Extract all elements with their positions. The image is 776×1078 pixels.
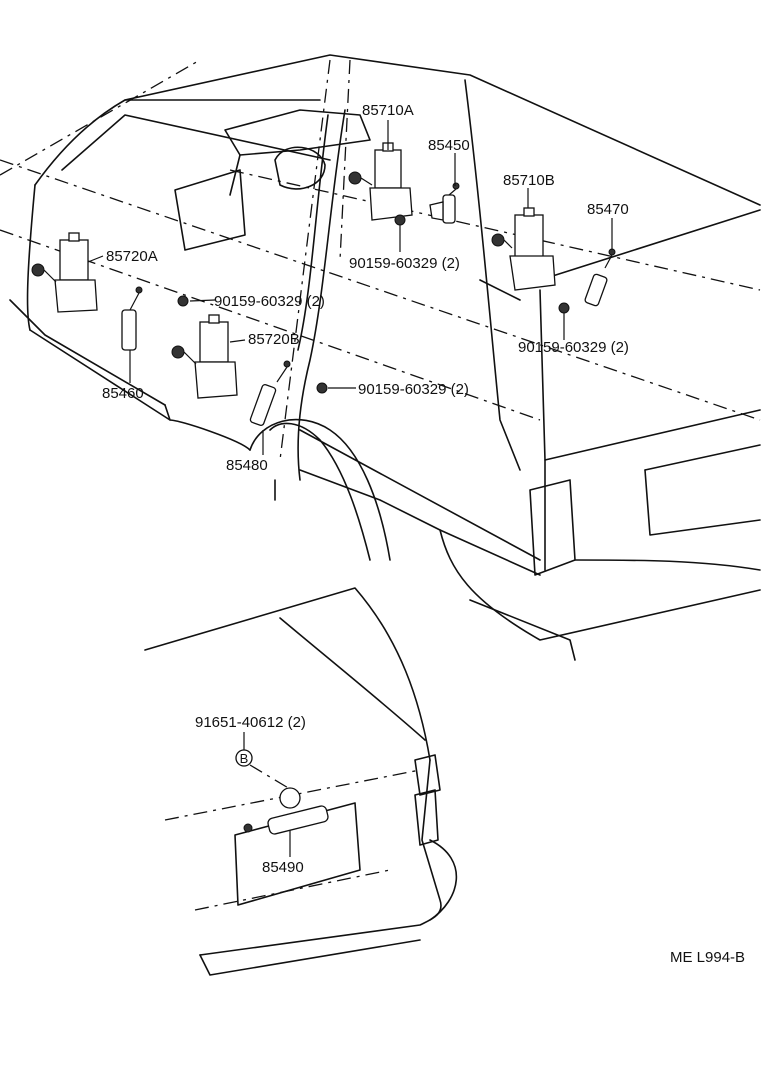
diagram-code: ME L994-B [670,949,745,966]
lower-reference-lines [164,764,421,911]
motor-85710B-icon [491,207,556,291]
label-bolt-a: 90159-60329 (2) [349,255,460,272]
label-85470: 85470 [587,201,629,218]
label-85720A: 85720A [106,248,158,265]
label-bolt-d: 90159-60329 (2) [358,381,469,398]
label-85480: 85480 [226,457,268,474]
vehicle-body-lower [144,587,458,976]
bolt-c-icon [558,302,570,314]
label-85720B: 85720B [248,331,300,348]
lamp-85490-icon [243,787,329,835]
label-bolt-b: 90159-60329 (2) [214,293,325,310]
vehicle-body-upper [9,54,761,661]
motor-85710A-icon [348,142,413,221]
label-grommet: 91651-40612 (2) [195,714,306,731]
leader-lines [87,120,613,857]
switch-85480-icon [249,360,291,426]
motor-85720B-icon [171,314,238,399]
grommet-marker-text: B [240,751,249,766]
bolt-a-icon [394,214,406,226]
switch-85450-icon [429,182,460,224]
grommet-marker: B [235,749,253,767]
switch-85460-icon [121,286,143,351]
bolt-b-icon [177,295,189,307]
label-bolt-c: 90159-60329 (2) [518,339,629,356]
label-85710B: 85710B [503,172,555,189]
label-85710A: 85710A [362,102,414,119]
bolt-d-icon [316,382,328,394]
switch-85470-icon [584,248,616,307]
label-85490: 85490 [262,859,304,876]
label-85450: 85450 [428,137,470,154]
label-85460: 85460 [102,385,144,402]
motor-85720A-icon [31,232,98,313]
